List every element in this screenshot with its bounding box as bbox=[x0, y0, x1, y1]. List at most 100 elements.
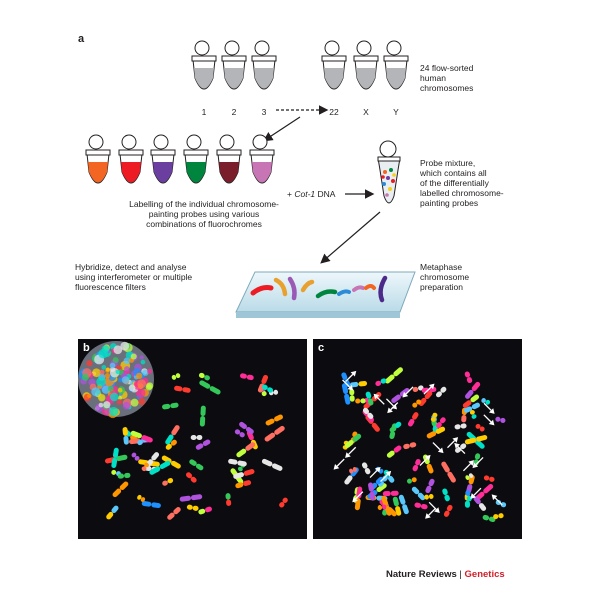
metaphase-slide bbox=[235, 271, 416, 318]
chromosome bbox=[403, 442, 417, 450]
chromosome bbox=[469, 410, 477, 419]
marker-arrow bbox=[369, 466, 381, 479]
chromosome bbox=[436, 417, 446, 429]
chromosome bbox=[381, 495, 392, 516]
chromosome bbox=[382, 490, 399, 497]
cot1-dna-label: + Cot-1 DNA bbox=[287, 189, 336, 199]
chromosome bbox=[341, 383, 351, 405]
sorted-tube-22 bbox=[321, 40, 347, 90]
chromosome bbox=[261, 384, 274, 393]
chromosome bbox=[424, 493, 434, 500]
tube-label-y: Y bbox=[393, 107, 399, 117]
marker-arrow bbox=[342, 379, 354, 391]
workflow-diagram bbox=[85, 40, 416, 318]
panel-b-micrograph: b bbox=[78, 339, 307, 539]
journal-credit: Nature Reviews | Genetics bbox=[386, 569, 505, 580]
tube-label-2: 2 bbox=[231, 107, 237, 117]
chromosome bbox=[228, 458, 247, 467]
flow-sorted-caption: 24 flow-sorted human chromosomes bbox=[420, 63, 474, 93]
chromosome bbox=[443, 504, 453, 517]
marker-arrow bbox=[345, 370, 357, 382]
chromosome bbox=[162, 477, 174, 486]
chromosome bbox=[264, 425, 285, 442]
chromosome bbox=[425, 478, 435, 494]
probe-tube-1 bbox=[85, 134, 111, 184]
chromosome bbox=[407, 412, 419, 427]
chromosome bbox=[165, 439, 177, 450]
mixture-tube bbox=[377, 140, 401, 204]
interphase-nucleus bbox=[78, 341, 154, 419]
tube-label-1: 1 bbox=[201, 107, 207, 117]
chromosome bbox=[131, 452, 140, 461]
chromosome bbox=[198, 506, 212, 515]
chromosome bbox=[430, 412, 438, 422]
chromosome bbox=[141, 500, 161, 509]
marker-arrow bbox=[402, 386, 414, 398]
hybridize-caption: Hybridize, detect and analyse using inte… bbox=[75, 262, 193, 292]
sorted-tube-1 bbox=[191, 40, 217, 90]
marker-arrow bbox=[432, 442, 444, 454]
to-labelling-arrow bbox=[262, 116, 301, 142]
chromosome bbox=[493, 513, 504, 520]
panel-c-label: c bbox=[318, 342, 325, 354]
marker-arrow bbox=[419, 454, 431, 466]
chromosome bbox=[481, 398, 491, 405]
chromosome bbox=[185, 472, 197, 483]
chromosome bbox=[349, 467, 357, 474]
chromosome bbox=[199, 380, 221, 395]
chromosome bbox=[239, 421, 254, 435]
chromosome bbox=[426, 426, 446, 439]
probe-tube-3 bbox=[150, 134, 176, 184]
tube-label-3: 3 bbox=[261, 107, 267, 117]
sorted-tube-Y bbox=[383, 40, 409, 90]
marker-arrow bbox=[483, 414, 495, 426]
chromosome bbox=[361, 462, 371, 475]
chromosome bbox=[377, 504, 387, 511]
chromosome bbox=[240, 373, 254, 381]
chromosome bbox=[111, 447, 119, 469]
chromosome bbox=[174, 385, 191, 393]
chromosome bbox=[349, 380, 368, 388]
chromosome bbox=[414, 502, 428, 510]
probe-mixture-caption: Probe mixture, which contains all of the… bbox=[420, 158, 504, 208]
chromosome bbox=[234, 429, 245, 438]
chromosome bbox=[198, 372, 210, 381]
chromosome bbox=[441, 461, 456, 483]
chromosome bbox=[454, 423, 467, 430]
probe-tube-4 bbox=[183, 134, 209, 184]
marker-arrow bbox=[387, 402, 399, 414]
to-slide-arrow bbox=[320, 211, 381, 264]
marker-arrow bbox=[352, 491, 364, 503]
chromosome bbox=[137, 494, 146, 502]
marker-arrow bbox=[472, 457, 484, 469]
chromosome bbox=[412, 459, 421, 472]
chromosome bbox=[375, 378, 387, 387]
chromosome bbox=[389, 421, 402, 433]
chromosome bbox=[464, 434, 488, 445]
chromosome bbox=[495, 499, 507, 508]
chromosome bbox=[186, 504, 199, 511]
marker-arrow bbox=[454, 442, 466, 454]
marker-arrow bbox=[483, 402, 495, 414]
chromosome bbox=[391, 387, 410, 404]
chromosome bbox=[365, 391, 374, 406]
marker-arrow bbox=[491, 494, 503, 506]
chromosome bbox=[349, 388, 355, 402]
chromosome bbox=[495, 416, 506, 423]
chromosome bbox=[435, 386, 447, 398]
tube-label-x: X bbox=[363, 107, 369, 117]
chromosome bbox=[378, 475, 388, 487]
probe-tube-2 bbox=[118, 134, 144, 184]
chromosome bbox=[385, 367, 403, 384]
chromosome bbox=[392, 496, 402, 516]
marker-arrow bbox=[462, 460, 475, 472]
marker-arrow bbox=[425, 507, 437, 519]
chromosome bbox=[463, 402, 481, 413]
probe-tube-6 bbox=[249, 134, 275, 184]
chromosome bbox=[265, 414, 283, 426]
sorted-tube-2 bbox=[221, 40, 247, 90]
sorted-tube-X bbox=[353, 40, 379, 90]
chromosome bbox=[483, 475, 495, 482]
chromosome bbox=[354, 486, 363, 511]
chromosome bbox=[355, 398, 366, 404]
